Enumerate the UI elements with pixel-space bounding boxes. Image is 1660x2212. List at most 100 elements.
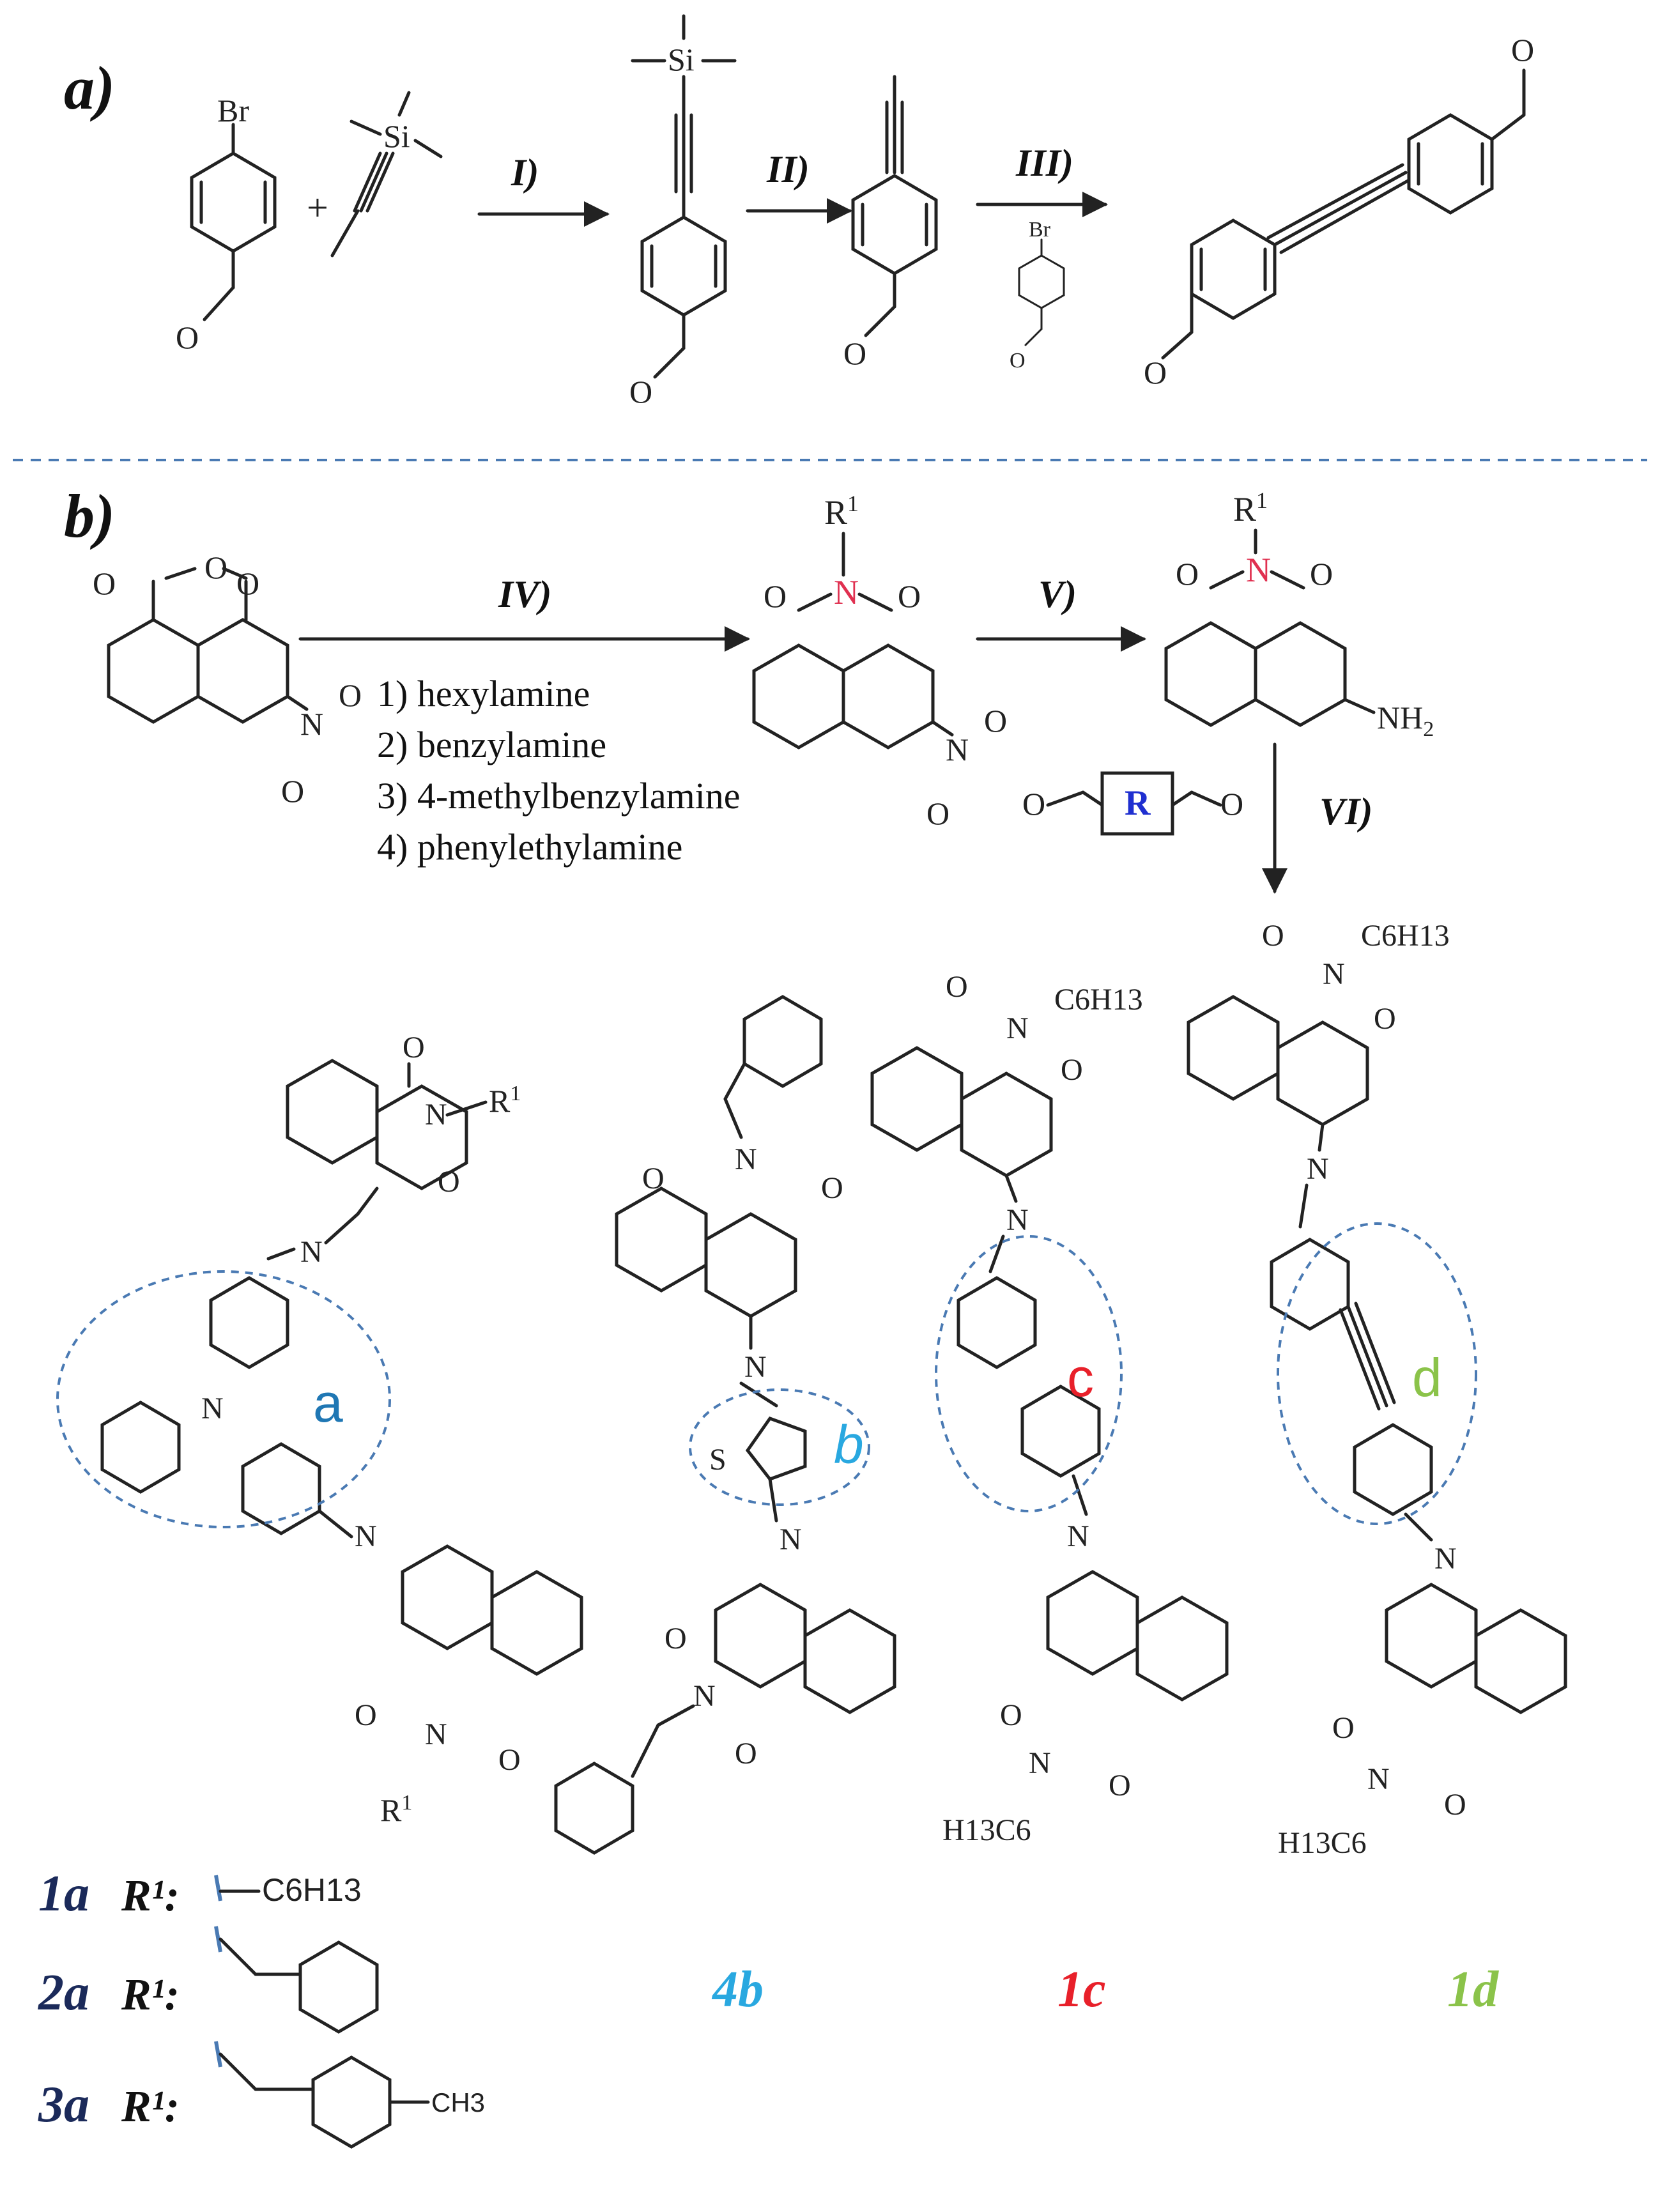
r-ch3: CH3 xyxy=(431,2087,485,2117)
atom-o: O xyxy=(355,1698,377,1732)
label-3a-r1: R¹: xyxy=(121,2082,180,2131)
condition-V: V) xyxy=(1038,573,1077,615)
h13c6-bottom: H13C6 xyxy=(1278,1826,1367,1860)
atom-o: O xyxy=(1220,786,1243,822)
atom-n: N xyxy=(1029,1746,1051,1780)
atom-o: O xyxy=(498,1743,521,1777)
atom-n: N xyxy=(744,1350,767,1384)
atom-o: O xyxy=(764,578,787,614)
atom-n: N xyxy=(1323,957,1345,991)
region-c-outline xyxy=(935,1235,1123,1512)
condition-IV: IV) xyxy=(498,573,551,615)
atom-o: O xyxy=(1000,1698,1022,1732)
atom-o: O xyxy=(1022,786,1045,822)
dialdehyde-r-reagent: O R O xyxy=(1022,771,1243,836)
atom-o: O xyxy=(926,795,949,831)
panel-a-label: a) xyxy=(64,54,115,122)
amine-4: 4) phenylethylamine xyxy=(377,826,682,868)
atom-n: N xyxy=(1067,1519,1089,1553)
amine-list: 1) hexylamine 2) benzylamine 3) 4-methyl… xyxy=(377,673,741,868)
atom-s: S xyxy=(709,1443,726,1477)
label-1a: 1a xyxy=(38,1866,89,1922)
atom-o: O xyxy=(1444,1788,1466,1822)
atom-o: O xyxy=(1511,32,1534,68)
atom-br: Br xyxy=(217,93,249,128)
atom-n: N xyxy=(946,732,969,767)
atom-n: N xyxy=(201,1392,224,1425)
methylbenzyl-ring xyxy=(311,2055,392,2149)
region-d-label: d xyxy=(1412,1348,1442,1408)
atom-o: O xyxy=(1374,1002,1396,1036)
atom-o: O xyxy=(339,677,362,713)
wavy-bond xyxy=(214,2041,222,2068)
atom-n: N xyxy=(425,1098,447,1132)
atom-o: O xyxy=(1061,1053,1083,1087)
atom-n: N xyxy=(693,1679,716,1713)
atom-o: O xyxy=(1176,556,1199,592)
atom-o: O xyxy=(898,578,921,614)
condition-II: II) xyxy=(766,148,810,190)
atom-o: O xyxy=(236,565,259,601)
atom-o: O xyxy=(1109,1769,1131,1802)
h13c6-bottom: H13C6 xyxy=(942,1813,1031,1847)
diformyl-tolane: O O xyxy=(1144,32,1534,390)
ethynyl-benzaldehyde: O xyxy=(843,75,938,371)
atom-o: O xyxy=(735,1737,757,1770)
atom-si: Si xyxy=(383,118,410,154)
wavy-bond xyxy=(214,1926,222,1953)
atom-r1: R1 xyxy=(824,491,859,532)
atom-nh2: NH2 xyxy=(1377,700,1434,741)
c6h13-top: C6H13 xyxy=(1054,983,1143,1017)
label-1d: 1d xyxy=(1447,1962,1499,2018)
atom-o: O xyxy=(1010,349,1026,373)
label-2a: 2a xyxy=(38,1965,89,2021)
atom-o: O xyxy=(1262,919,1284,953)
compound-1c-structure: O N C6H13 O N N O N O H13C6 c xyxy=(870,970,1229,1847)
nitro-naphthalic-anhydride: O O O N O O xyxy=(93,549,362,809)
atom-o: O xyxy=(629,374,652,410)
amine-1: 1) hexylamine xyxy=(377,673,590,714)
condition-III: III) xyxy=(1015,142,1073,184)
atom-r1: R1 xyxy=(1233,488,1268,528)
atom-o: O xyxy=(93,565,116,601)
condition-I: I) xyxy=(511,151,539,194)
atom-o: O xyxy=(821,1171,843,1205)
label-2a-r1: R¹: xyxy=(121,1970,180,2020)
atom-r1: R1 xyxy=(489,1082,521,1119)
condition-VI: VI) xyxy=(1319,790,1372,833)
atom-n-highlight: N xyxy=(1246,551,1271,589)
atom-n: N xyxy=(300,1235,323,1269)
atom-n: N xyxy=(355,1519,377,1553)
atom-r1: R1 xyxy=(380,1791,412,1828)
tms-acetylene: Si xyxy=(330,91,443,257)
atom-o: O xyxy=(946,970,968,1004)
atom-o: O xyxy=(1144,355,1167,390)
panel-b-label: b) xyxy=(64,482,115,550)
amine-2: 2) benzylamine xyxy=(377,724,606,765)
r-c6h13: C6H13 xyxy=(262,1872,362,1908)
atom-si: Si xyxy=(668,42,695,77)
compound-labels: 1a R¹: C6H13 2a R¹: 3a R¹: CH3 4b 1c 1d xyxy=(38,1866,1499,2149)
atom-n: N xyxy=(300,706,323,742)
atom-n: N xyxy=(1006,1011,1029,1045)
region-d-outline xyxy=(1277,1222,1477,1525)
region-a-label: a xyxy=(313,1373,343,1433)
label-4b: 4b xyxy=(711,1962,764,2018)
atom-n-highlight: N xyxy=(834,573,859,611)
atom-n: N xyxy=(1307,1152,1329,1186)
atom-o: O xyxy=(843,335,866,371)
amine-3: 3) 4-methylbenzylamine xyxy=(377,775,741,817)
atom-o: O xyxy=(281,773,304,809)
compound-4b-structure: N O O N S N O N O b xyxy=(554,995,896,1855)
label-1c: 1c xyxy=(1057,1962,1106,2018)
atom-n: N xyxy=(1006,1203,1029,1237)
atom-o: O xyxy=(1310,556,1333,592)
plus-sign: + xyxy=(307,187,328,229)
region-b-outline xyxy=(689,1388,870,1506)
atom-o: O xyxy=(176,319,199,355)
amino-naphthalimide: R1 N O O NH2 xyxy=(1164,488,1434,741)
benzyl-ring xyxy=(298,1940,379,2034)
bromobenzaldehyde: Br O xyxy=(176,93,277,355)
region-a-outline xyxy=(56,1270,391,1528)
c6h13-top: C6H13 xyxy=(1361,919,1450,953)
